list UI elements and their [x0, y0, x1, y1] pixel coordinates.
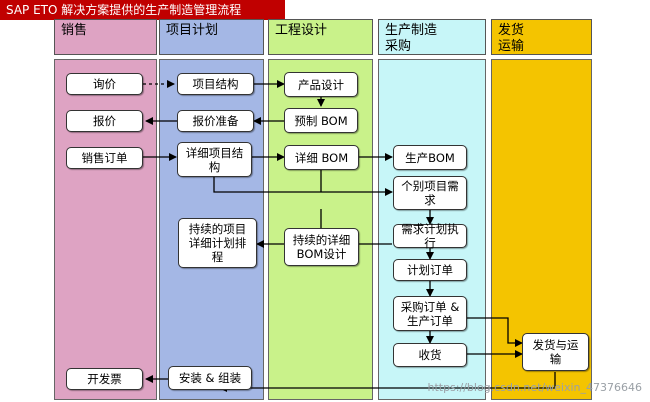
- arrow-detail-project-to-individual-demand: [213, 177, 393, 196]
- column-header-project: 项目计划: [159, 19, 264, 55]
- box-invoice: 开发票: [66, 368, 143, 390]
- box-planned-order: 计划订单: [393, 259, 467, 281]
- arrow-po-to-delivery: [467, 317, 523, 347]
- watermark: https://blog.csdn.net/weixin_47376646: [427, 381, 642, 394]
- column-title-sales: 销售: [61, 23, 88, 38]
- column-header-production: 生产制造采购: [378, 19, 486, 55]
- box-production-bom: 生产BOM: [393, 145, 467, 170]
- box-delivery-shipping: 发货与运输: [522, 333, 589, 371]
- column-title-project: 项目计划: [166, 23, 219, 38]
- box-install-assemble: 安装 & 组装: [168, 366, 252, 390]
- box-quote-prep: 报价准备: [177, 110, 254, 132]
- box-pre-bom: 预制 BOM: [284, 108, 358, 133]
- box-product-design: 产品设计: [284, 72, 358, 97]
- column-title-production: 生产制造采购: [385, 23, 438, 54]
- column-header-engineering: 工程设计: [268, 19, 373, 55]
- box-sales-order: 销售订单: [66, 147, 143, 169]
- diagram-title: SAP ETO 解决方案提供的生产制造管理流程: [6, 3, 242, 17]
- box-inquiry: 询价: [66, 73, 143, 95]
- box-detail-project-structure: 详细项目结构: [177, 142, 252, 177]
- title-bar: SAP ETO 解决方案提供的生产制造管理流程: [0, 0, 285, 20]
- column-title-engineering: 工程设计: [275, 23, 328, 38]
- box-ongoing-project-plan: 持续的项目详细计划排程: [178, 218, 257, 268]
- box-detail-bom: 详细 BOM: [284, 145, 359, 170]
- box-purchase-prod-order: 采购订单 & 生产订单: [393, 296, 467, 331]
- box-individual-demand: 个别项目需求: [393, 176, 467, 210]
- box-quote: 报价: [66, 110, 143, 132]
- box-goods-receipt: 收货: [393, 343, 467, 367]
- column-title-shipping: 发货运输: [498, 23, 525, 54]
- column-header-shipping: 发货运输: [491, 19, 592, 55]
- box-mrp-run: 需求计划执行: [393, 222, 467, 250]
- box-project-structure: 项目结构: [177, 73, 254, 95]
- box-ongoing-bom: 持续的详细BOM设计: [284, 228, 359, 266]
- column-header-sales: 销售: [54, 19, 157, 55]
- arrow-delivery-to-install: [219, 372, 556, 392]
